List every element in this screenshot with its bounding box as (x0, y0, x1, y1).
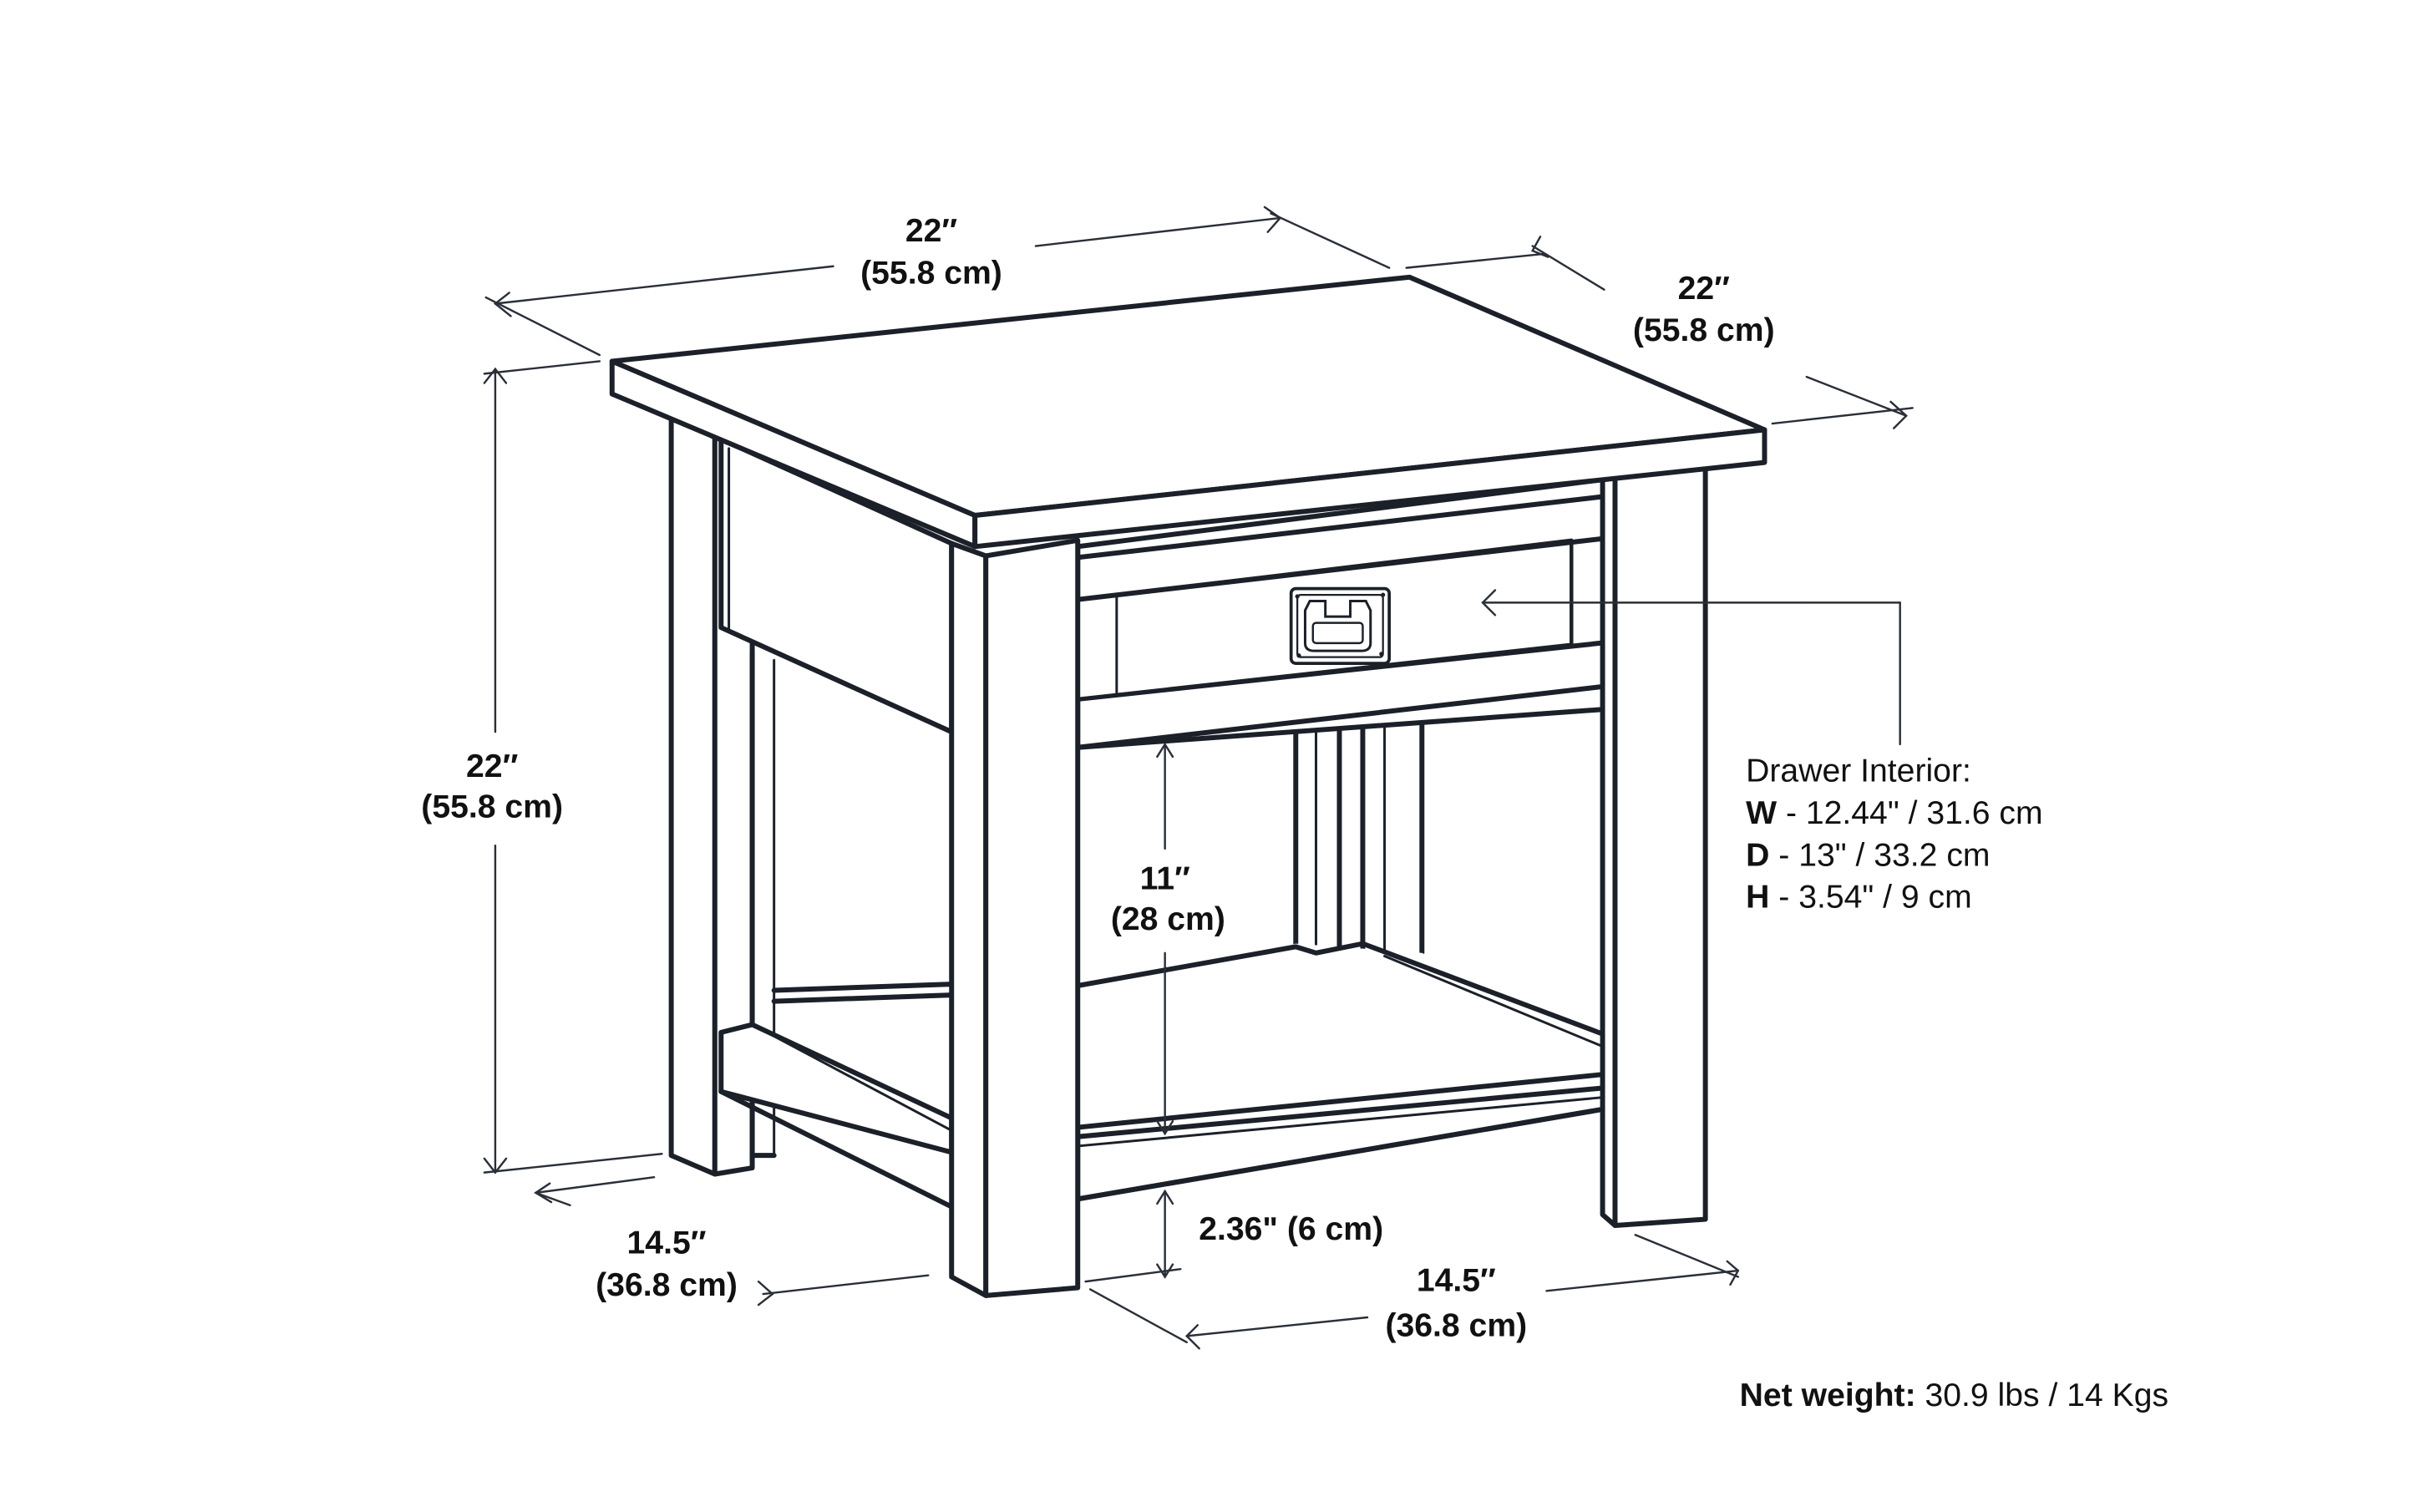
net-weight: Net weight: 30.9 lbs / 14 Kgs (1740, 1378, 2168, 1413)
top-depth-cm: (55.8 cm) (1633, 312, 1775, 348)
table-top (609, 274, 1767, 550)
shelf-clearance-cm: (28 cm) (1111, 901, 1225, 937)
base-depth-cm: (36.8 cm) (596, 1267, 738, 1303)
flush-ring-pull-handle-icon[interactable] (1289, 586, 1392, 665)
drawer-interior-callout: Drawer Interior: W - 12.44" / 31.6 cm D … (1481, 589, 2043, 916)
shelf-clearance-inches: 11″ (1140, 860, 1190, 896)
dimension-top-width: 22″ (55.8 cm) (484, 205, 1391, 357)
top-width-cm: (55.8 cm) (860, 255, 1002, 291)
top-depth-inches: 22″ (1678, 271, 1731, 307)
front-right-leg (1600, 461, 1708, 1228)
back-shelf-rail (771, 982, 955, 1004)
arrow-icon (1481, 589, 1497, 616)
back-right-leg (1293, 710, 1425, 956)
height-inches: 22″ (466, 748, 519, 784)
floor-clearance-label: 2.36" (6 cm) (1199, 1211, 1383, 1247)
dimension-top-depth: 22″ (55.8 cm) (1405, 236, 1914, 429)
base-depth-inches: 14.5″ (627, 1225, 707, 1261)
dimension-overall-height: 22″ (55.8 cm) (421, 360, 663, 1175)
drawer-interior-title: Drawer Interior: (1746, 753, 1971, 789)
dimension-base-depth: 14.5″ (36.8 cm) (534, 1176, 930, 1307)
dimension-base-width: 14.5″ (36.8 cm) (1088, 1233, 1740, 1350)
base-width-cm: (36.8 cm) (1385, 1307, 1527, 1343)
drawer-interior-depth: D - 13" / 33.2 cm (1746, 837, 1990, 873)
drawer-interior-width: W - 12.44" / 31.6 cm (1746, 795, 2042, 831)
front-left-leg (949, 537, 1081, 1298)
dimension-shelf-clearance: 11″ (28 cm) (1111, 742, 1225, 1136)
lower-shelf (718, 941, 1618, 1210)
dimension-floor-clearance: 2.36" (6 cm) (1084, 1189, 1383, 1283)
base-width-inches: 14.5″ (1417, 1262, 1496, 1298)
top-width-inches: 22″ (905, 213, 958, 249)
drawer-interior-height: H - 3.54" / 9 cm (1746, 880, 1972, 916)
height-cm: (55.8 cm) (421, 789, 563, 825)
